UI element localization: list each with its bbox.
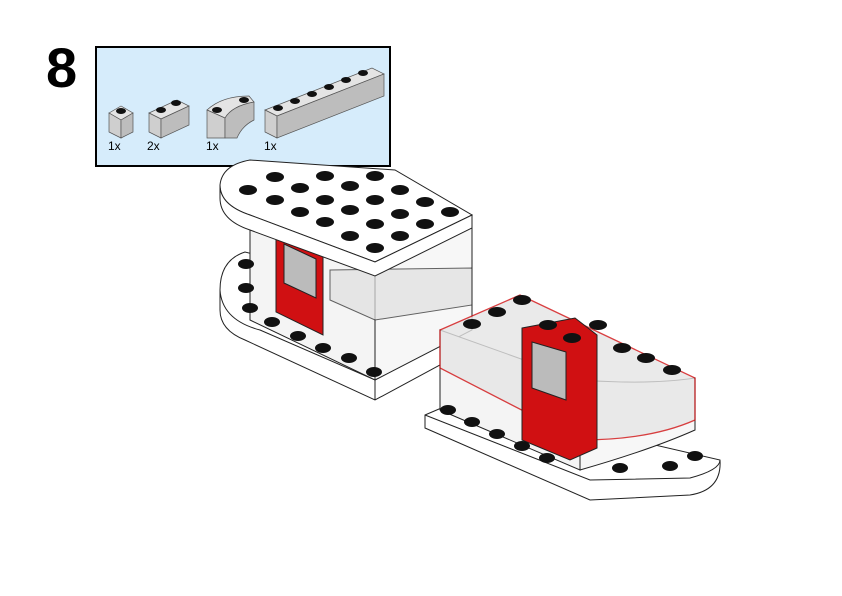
right-studs bbox=[440, 295, 703, 473]
part-quantity: 1x bbox=[108, 139, 121, 153]
parts-illustration bbox=[108, 67, 385, 139]
trans-clear-brick-1x2-icon bbox=[148, 99, 190, 139]
part-quantity: 2x bbox=[147, 139, 160, 153]
step-number: 8 bbox=[46, 36, 78, 99]
trans-clear-brick-1x1-icon bbox=[108, 105, 134, 139]
trans-clear-round-corner-brick-icon bbox=[206, 95, 255, 139]
part-quantity: 1x bbox=[264, 139, 277, 153]
left-building bbox=[219, 159, 474, 401]
left-studs bbox=[238, 171, 459, 377]
right-building bbox=[424, 294, 721, 501]
parts-list-callout: 1x 2x 1x 1x bbox=[95, 46, 391, 167]
trans-clear-brick-1x6-icon bbox=[264, 67, 385, 139]
part-quantity: 1x bbox=[206, 139, 219, 153]
